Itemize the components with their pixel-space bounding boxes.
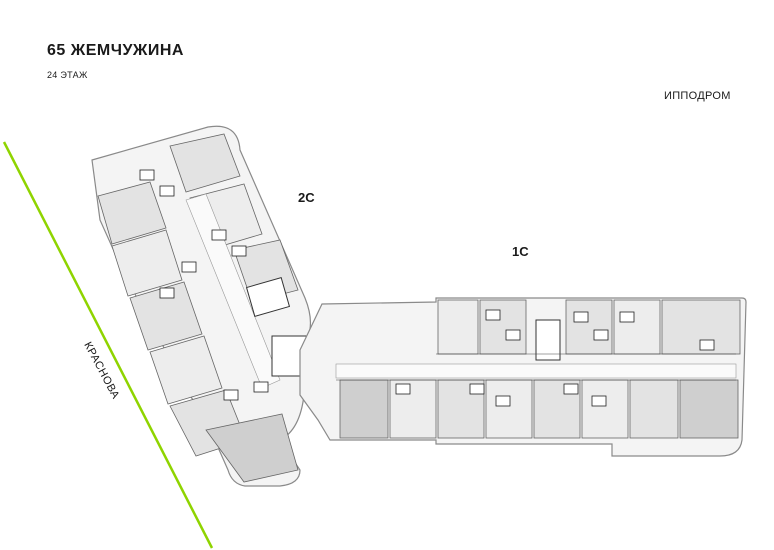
- stair-core: [245, 277, 291, 317]
- stair-core: [535, 319, 561, 361]
- wing-2c: [91, 125, 371, 487]
- unit-block: [111, 229, 183, 297]
- landmark-label: ИППОДРОМ: [664, 90, 731, 102]
- unit-block: [169, 133, 241, 193]
- corridor: [335, 363, 737, 379]
- unit-block: [679, 379, 739, 439]
- unit-block: [629, 379, 679, 439]
- unit-block: [479, 299, 527, 355]
- unit-block: [437, 299, 479, 355]
- floor-label: 24 ЭТАЖ: [47, 70, 88, 80]
- unit-block: [149, 335, 223, 405]
- page-title: 65 ЖЕМЧУЖИНА: [47, 42, 184, 59]
- unit-block: [339, 379, 389, 439]
- unit-block: [129, 281, 203, 351]
- unit-block: [613, 299, 661, 355]
- unit-block: [581, 379, 629, 439]
- section-2c-label[interactable]: 2С: [298, 190, 315, 205]
- wing-1c: [299, 297, 747, 457]
- street-line: [2, 141, 214, 549]
- corridor: [185, 193, 281, 389]
- unit-block: [485, 379, 533, 439]
- unit-block: [205, 413, 299, 483]
- section-1c-label[interactable]: 1С: [512, 244, 529, 259]
- unit-block: [97, 181, 167, 245]
- unit-block: [565, 299, 613, 355]
